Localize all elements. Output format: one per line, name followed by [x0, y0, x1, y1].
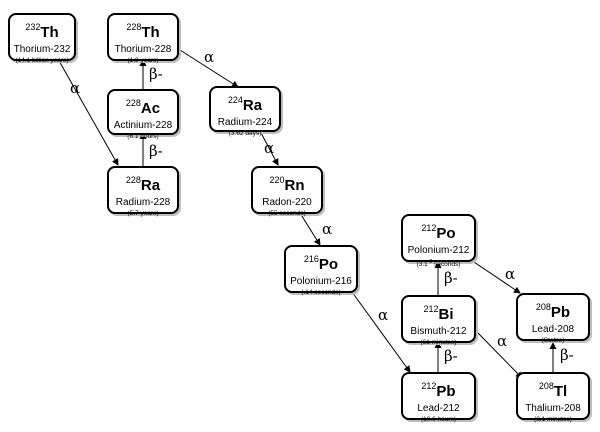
alpha-label-po216: α: [378, 306, 389, 324]
alpha-label-po212: α: [505, 265, 516, 283]
nuclide-symbol: 228Ra: [125, 175, 161, 194]
arrow-rn220-po216: [299, 212, 321, 246]
node-bismuth-212: 212Bi Bismuth-212 (61 minutes): [401, 295, 476, 346]
node-thorium-228: 228Th Thorium-228 (1.9 years): [107, 13, 179, 64]
arrow-th232-ra228: [57, 58, 119, 166]
nuclide-symbol: 228Ac: [125, 98, 161, 117]
half-life: (3.62 days): [228, 130, 262, 137]
alpha-label-th228: α: [204, 48, 215, 66]
half-life: (14.1 billion years): [15, 57, 69, 64]
nuclide-name: Thorium-228: [114, 44, 172, 55]
half-life: (5.7 years): [127, 210, 159, 217]
nuclide-name: Bismuth-212: [410, 326, 467, 337]
nuclide-symbol: 220Rn: [269, 175, 305, 194]
node-thorium-232: 232Th Thorium-232 (14.1 billion years): [8, 13, 76, 64]
nuclide-name: Radium-228: [115, 197, 171, 208]
arrow-ra224-rn220: [259, 130, 279, 166]
nuclide-name: Lead-212: [417, 403, 460, 414]
nuclide-symbol: 208Pb: [535, 302, 571, 321]
nuclide-symbol: 208Tl: [538, 381, 568, 400]
alpha-label-th232: α: [70, 79, 81, 97]
node-lead-208: 208Pb Lead-208 (Stable): [516, 293, 590, 344]
alpha-label-rn220: α: [322, 220, 333, 238]
half-life: (6.1 hours): [127, 133, 159, 140]
node-thalium-208: 208Tl Thalium-208 (3.1 minutes): [516, 372, 590, 423]
half-life: (3.1-2 seconds): [416, 259, 461, 269]
nuclide-symbol: 228Th: [126, 22, 160, 41]
nuclide-name: Lead-208: [531, 324, 575, 335]
arrow-bi212-tl208: [477, 332, 523, 379]
nuclide-name: Radium-224: [217, 117, 273, 128]
beta-label-ac228: β-: [149, 142, 163, 160]
nuclide-symbol: 216Po: [303, 254, 339, 273]
nuclide-symbol: 212Pb: [421, 381, 456, 400]
nuclide-symbol: 224Ra: [227, 95, 263, 114]
node-radon-220: 220Rn Radon-220 (55 seconds): [251, 166, 323, 217]
nuclide-symbol: 212Po: [421, 223, 456, 242]
half-life: (61 minutes): [420, 339, 457, 346]
nuclide-name: Thorium-232: [13, 44, 71, 55]
beta-label-po212: β-: [444, 269, 458, 287]
arrow-th228-ra224: [179, 49, 239, 88]
nuclide-name: Polonium-212: [407, 245, 470, 256]
beta-label-th228: β-: [149, 65, 163, 83]
nuclide-symbol: 232Th: [25, 22, 59, 41]
node-actinium-228: 228Ac Actinium-228 (6.1 hours): [107, 89, 179, 140]
beta-label-pb212: β-: [444, 347, 458, 365]
node-polonium-216: 216Po Polonium-216 (.14 seconds): [284, 245, 358, 296]
alpha-label-ra224: α: [264, 139, 275, 157]
nuclide-name: Polonium-216: [290, 276, 352, 287]
half-life: (55 seconds): [268, 210, 306, 217]
half-life: (3.1 minutes): [534, 416, 572, 423]
nuclide-name: Actinium-228: [113, 120, 173, 131]
node-radium-224: 224Ra Radium-224 (3.62 days): [209, 86, 281, 137]
node-lead-212: 212Pb Lead-212 (10.6 hours): [401, 372, 476, 423]
node-polonium-212: 212Po Polonium-212 (3.1-2 seconds): [401, 214, 476, 268]
nuclide-name: Thalium-208: [525, 403, 581, 414]
alpha-label-bi212: α: [497, 332, 508, 350]
nuclide-symbol: 212Bi: [423, 304, 454, 323]
beta-label-tl208: β-: [560, 346, 574, 364]
half-life: (1.9 years): [127, 57, 159, 64]
node-radium-228: 228Ra Radium-228 (5.7 years): [107, 166, 179, 217]
arrow-po216-pb212: [351, 291, 411, 373]
nuclide-name: Radon-220: [262, 197, 312, 208]
half-life: (Stable): [541, 337, 565, 344]
half-life: (10.6 hours): [420, 416, 457, 423]
half-life: (.14 seconds): [301, 289, 341, 296]
arrow-po212-pb208: [467, 257, 521, 294]
